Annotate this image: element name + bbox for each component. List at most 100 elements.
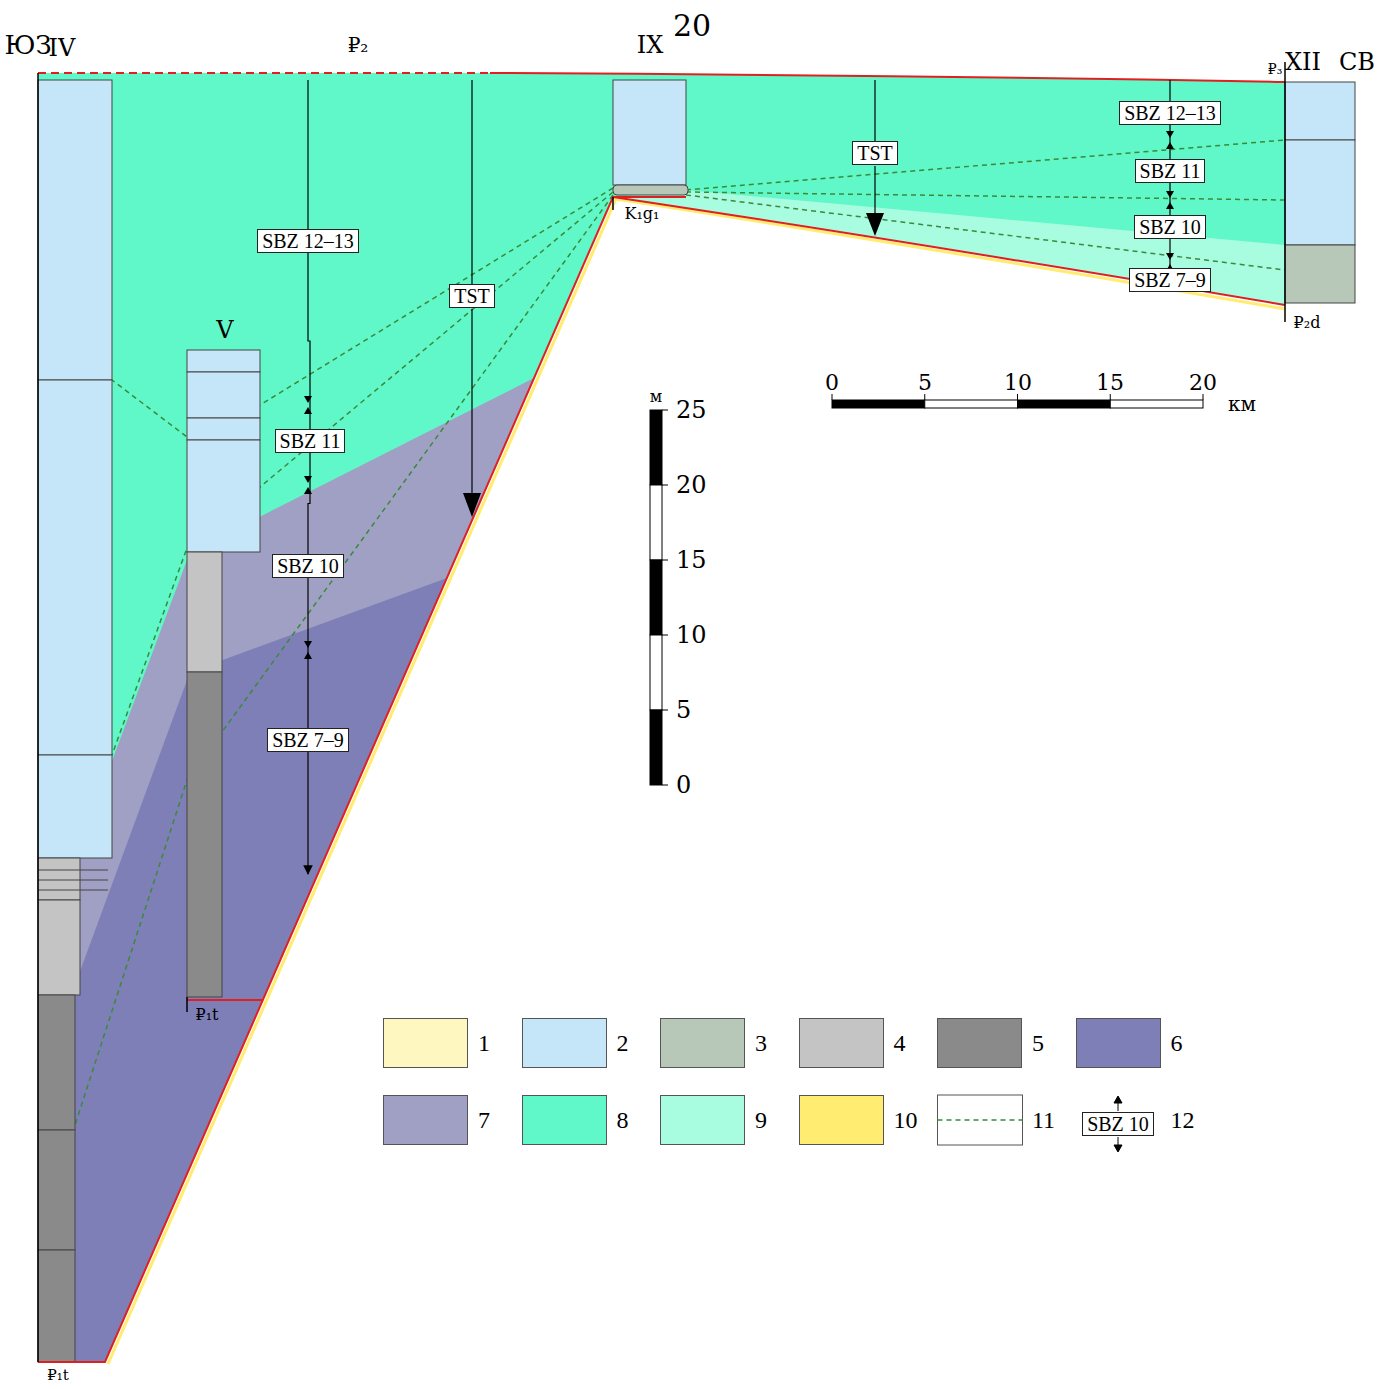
legend-number: 8 bbox=[617, 1108, 629, 1132]
section-part bbox=[662, 710, 668, 711]
stage-index: ₽₂d bbox=[1294, 314, 1321, 332]
section-part bbox=[650, 410, 662, 485]
section-part bbox=[1285, 140, 1355, 245]
section-part bbox=[874, 80, 875, 141]
section-part bbox=[1285, 82, 1355, 140]
box-text: SBZ 7–9 bbox=[272, 729, 344, 751]
top-boundary bbox=[490, 73, 1285, 82]
section-part bbox=[832, 400, 925, 408]
section-part bbox=[686, 140, 1285, 190]
tst-arrowhead bbox=[866, 213, 884, 236]
section-part bbox=[38, 1250, 75, 1362]
stage-index: K₁g₁ bbox=[624, 205, 659, 223]
section-edge bbox=[612, 197, 614, 210]
section-part bbox=[1110, 400, 1203, 408]
section-part bbox=[38, 890, 108, 891]
legend-swatch bbox=[1076, 1018, 1161, 1068]
legend-swatch bbox=[383, 1018, 468, 1068]
section-part bbox=[187, 672, 222, 997]
section-part bbox=[650, 635, 662, 710]
section-part bbox=[874, 166, 875, 218]
section-part bbox=[304, 476, 312, 483]
section-part bbox=[38, 755, 112, 858]
section-part bbox=[187, 440, 260, 552]
section-part bbox=[187, 418, 260, 440]
section-part bbox=[938, 1119, 1023, 1121]
zone-connector bbox=[307, 578, 308, 728]
section-part bbox=[38, 858, 80, 900]
legend-zone-box: SBZ 10 bbox=[1082, 1112, 1154, 1136]
section-part bbox=[650, 710, 662, 785]
box-text: SBZ 10 bbox=[1087, 1113, 1149, 1135]
zone-box: SBZ 11 bbox=[1135, 159, 1206, 183]
legend-number: 9 bbox=[755, 1108, 767, 1132]
section-part bbox=[304, 407, 312, 414]
stage-index: ₽₁t bbox=[195, 1006, 218, 1024]
section-part bbox=[471, 80, 472, 284]
scale-unit: км bbox=[1228, 393, 1256, 415]
scale-tick: 5 bbox=[676, 697, 691, 723]
section-part bbox=[38, 880, 108, 881]
section-part bbox=[1114, 1096, 1122, 1103]
vertical-scale bbox=[650, 410, 668, 785]
light-green-unit bbox=[613, 190, 1285, 305]
legend-number: 6 bbox=[1171, 1031, 1183, 1055]
section-edge bbox=[1284, 62, 1286, 322]
zone-boundary-marks bbox=[304, 131, 1174, 659]
section-part bbox=[925, 400, 1018, 408]
zone-box: SBZ 12–13 bbox=[1119, 101, 1221, 125]
zone-connector bbox=[1169, 239, 1170, 268]
section-part bbox=[187, 350, 260, 372]
section-part bbox=[662, 410, 668, 411]
legend-swatch bbox=[660, 1095, 745, 1145]
legend-swatch bbox=[799, 1018, 884, 1068]
section-part bbox=[187, 372, 260, 418]
base-boundary bbox=[187, 999, 263, 1001]
section-part bbox=[112, 188, 613, 437]
base-boundary bbox=[38, 197, 1285, 1362]
dark-purple-unit bbox=[75, 578, 447, 1362]
legend-swatch bbox=[660, 1018, 745, 1068]
section-part bbox=[38, 900, 80, 995]
scale-tick: 25 bbox=[676, 397, 707, 423]
section-part bbox=[650, 560, 662, 635]
legend-swatch bbox=[799, 1095, 884, 1145]
zone-box: SBZ 7–9 bbox=[267, 728, 349, 752]
section-part bbox=[1285, 245, 1355, 303]
section-part bbox=[38, 870, 108, 871]
section-part bbox=[304, 487, 312, 494]
box-text: SBZ 7–9 bbox=[1134, 269, 1206, 291]
legend-swatch bbox=[522, 1095, 607, 1145]
zone-box: SBZ 12–13 bbox=[257, 229, 359, 253]
box-text: SBZ 11 bbox=[280, 430, 341, 452]
light-purple-unit bbox=[75, 378, 534, 1362]
legend-line-sample bbox=[938, 1095, 1023, 1145]
section-part bbox=[662, 485, 668, 486]
column-ix bbox=[613, 80, 688, 195]
scale-tick: 20 bbox=[1189, 371, 1217, 395]
green-unit bbox=[38, 73, 1285, 1362]
zone-connector bbox=[1169, 125, 1170, 159]
zone-axis bbox=[308, 80, 1170, 874]
column-number: V bbox=[216, 317, 233, 343]
column-iv bbox=[38, 80, 112, 1362]
section-edge bbox=[186, 997, 188, 1012]
section-edge bbox=[37, 73, 39, 1362]
scale-tick: 15 bbox=[1096, 371, 1124, 395]
section-part bbox=[1114, 1145, 1122, 1152]
section-part bbox=[38, 1130, 75, 1250]
scale-tick: 5 bbox=[918, 371, 932, 395]
section-part bbox=[662, 785, 668, 786]
section-part bbox=[662, 635, 668, 636]
column-number: IV bbox=[49, 35, 76, 61]
zone-box: SBZ 7–9 bbox=[1129, 268, 1211, 292]
section-part bbox=[38, 380, 112, 755]
section-part bbox=[1169, 80, 1170, 101]
correlation-lines bbox=[75, 140, 1285, 1125]
section-part bbox=[38, 995, 75, 1130]
legend-number: 7 bbox=[478, 1108, 490, 1132]
legend-number: 5 bbox=[1032, 1031, 1044, 1055]
box-text: SBZ 11 bbox=[1140, 160, 1201, 182]
